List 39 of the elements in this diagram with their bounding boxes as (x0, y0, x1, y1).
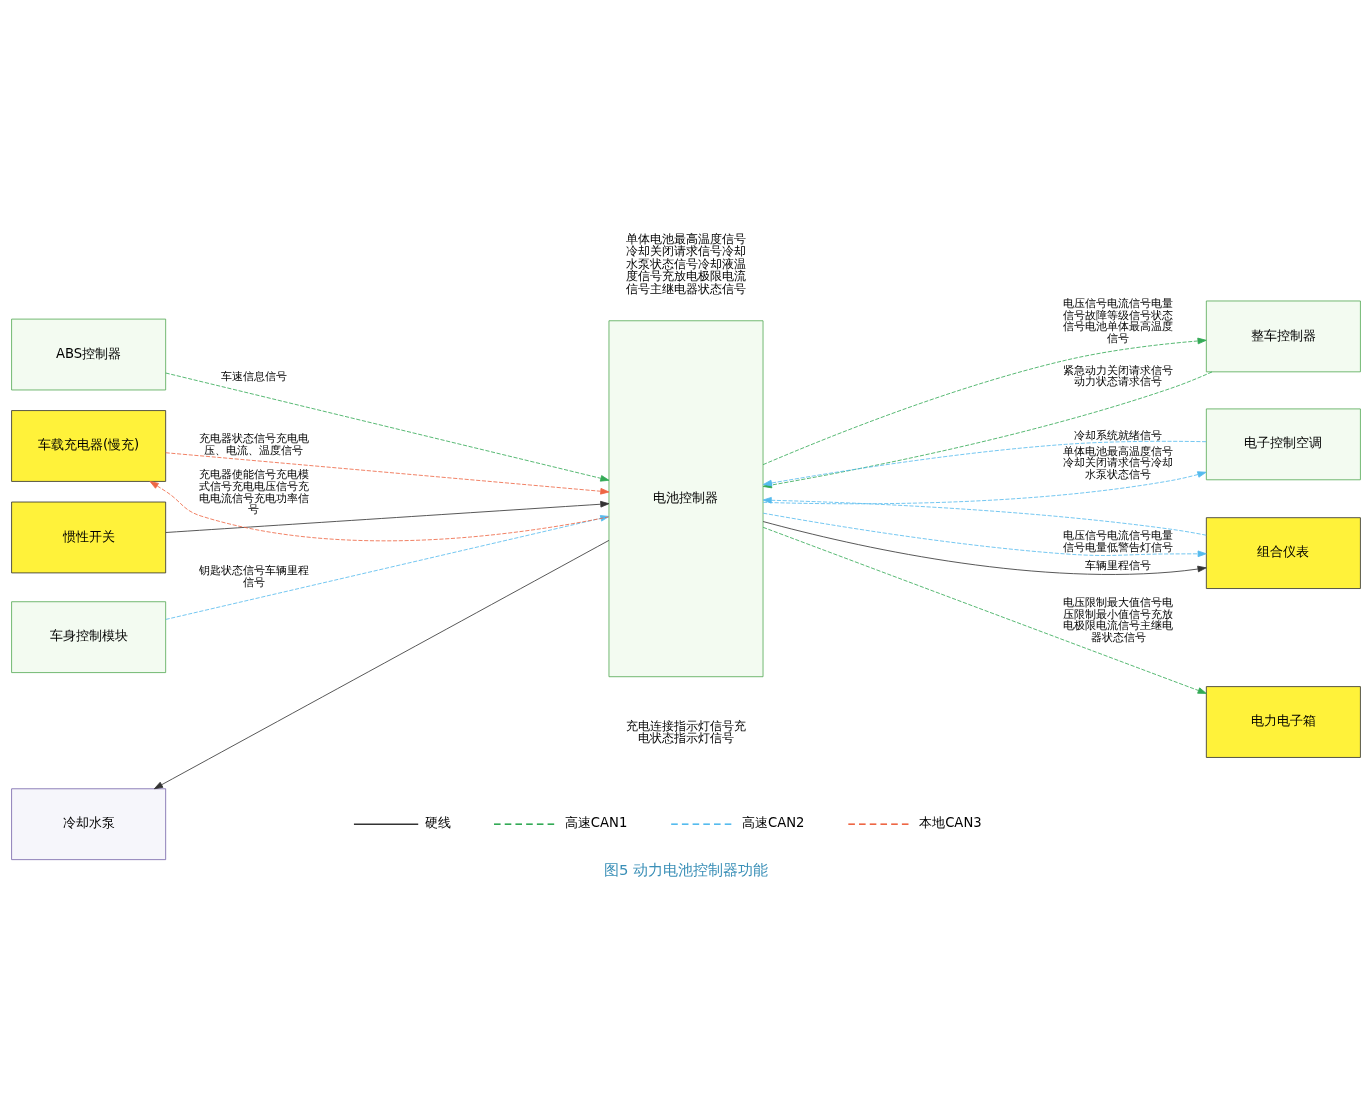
arrow (149, 481, 610, 542)
arrow (165, 452, 610, 495)
edge-label: 电压信号电流信号电量信号电量低警告灯信号 (1063, 529, 1174, 554)
node-box: 电力电子箱 (1205, 686, 1361, 758)
edge-label: 钥匙状态信号车辆里程信号 (198, 564, 309, 589)
arrow (165, 515, 610, 620)
node-box: 电子控制空调 (1205, 408, 1361, 481)
legend-label: 高速CAN1 (564, 815, 628, 831)
arrow (762, 526, 1207, 694)
legend-label: 硬线 (424, 815, 451, 831)
arrow (153, 540, 610, 790)
edge-label: 充电器状态信号充电电压、电流、温度信号 (198, 432, 309, 457)
node-box: 车载充电器(慢充) (11, 410, 167, 482)
arrow (762, 512, 1207, 558)
legend-label: 本地CAN3 (919, 815, 982, 831)
edge-label: 电压信号电流信号电量信号故障等级信号状态信号电池单体最高温度信号 (1063, 297, 1174, 345)
arrow (165, 500, 610, 533)
node-box: 冷却水泵 (11, 788, 167, 861)
node-box: 整车控制器 (1205, 300, 1361, 373)
node-box: 组合仪表 (1205, 517, 1361, 589)
edge-label: 单体电池最高温度信号冷却关闭请求信号冷却水泵状态信号 (1063, 444, 1174, 481)
caption: 图5 动力电池控制器功能 (603, 860, 769, 878)
node-box: ABS控制器 (11, 318, 167, 391)
node-box: 车身控制模块 (11, 601, 167, 673)
arrow (762, 496, 1207, 536)
arrow (762, 337, 1207, 466)
edge-label: 车辆里程信号 (1085, 559, 1152, 573)
legend-label: 高速CAN2 (742, 815, 805, 831)
edge-label: 车速信息信号 (220, 369, 287, 383)
node-box: 惯性开关 (11, 501, 167, 574)
edge-label: 紧急动力关闭请求信号动力状态请求信号 (1063, 363, 1174, 389)
label: 单体电池最高温度信号冷却关闭请求信号冷却水泵状态信号冷却液温度信号充放电极限电流信号主继电器状态信号 (626, 232, 746, 296)
node-box: 电池控制器 (608, 320, 764, 678)
edge-label: 充电器使能信号充电模式信号充电电压信号充电电流信号充电功率信号 (198, 468, 309, 517)
label: 充电连接指示灯信号充电状态指示灯信号 (626, 718, 746, 745)
arrow (762, 521, 1207, 575)
edge-label: 电压限制最大值信号电压限制最小值信号充放电极限电流信号主继电器状态信号 (1063, 596, 1174, 644)
arrow (165, 372, 610, 482)
edge-label: 冷却系统就绪信号 (1074, 428, 1163, 442)
